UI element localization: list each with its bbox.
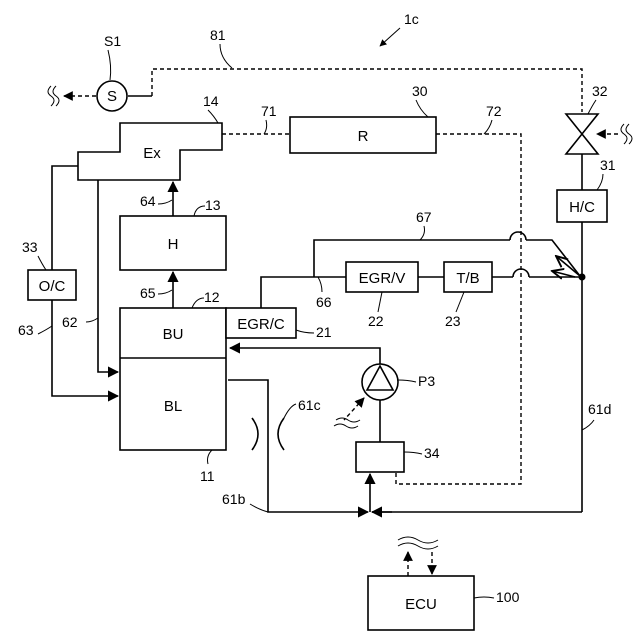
svg-text:62: 62	[62, 314, 78, 330]
thermostat-box-34: 34	[356, 400, 440, 472]
svg-text:61b: 61b	[222, 491, 246, 507]
svg-text:61d: 61d	[588, 401, 611, 417]
line-66: 66	[261, 277, 346, 310]
line-61b: 61b	[222, 380, 350, 512]
hc-heater-core-box: H/C 31	[557, 157, 616, 222]
svg-text:100: 100	[496, 589, 520, 605]
svg-text:1c: 1c	[404, 11, 419, 27]
svg-text:EGR/C: EGR/C	[237, 316, 285, 333]
svg-text:13: 13	[205, 197, 221, 213]
svg-text:61c: 61c	[298, 397, 321, 413]
svg-text:P3: P3	[418, 373, 435, 389]
signal-wave-icon	[53, 86, 59, 106]
svg-text:63: 63	[18, 322, 34, 338]
dashed-line-71: 71	[222, 103, 290, 134]
signal-wave-icon	[621, 124, 627, 144]
oc-oil-cooler-box: O/C 33	[22, 239, 76, 300]
svg-text:34: 34	[424, 445, 440, 461]
dashed-line-72: 72	[396, 103, 521, 484]
engine-block: BU 12 BL 12 11	[120, 289, 226, 484]
signal-wave-icon	[336, 418, 360, 422]
egrv-box: EGR/V 22	[346, 262, 418, 329]
svg-text:23: 23	[445, 313, 461, 329]
svg-text:32: 32	[592, 83, 608, 99]
svg-text:31: 31	[600, 157, 616, 173]
svg-text:65: 65	[140, 285, 156, 301]
svg-text:21: 21	[316, 324, 332, 340]
restriction-61c: 61c	[252, 397, 321, 450]
svg-text:64: 64	[140, 193, 156, 209]
signal-wave-icon	[398, 537, 438, 543]
svg-text:EGR/V: EGR/V	[359, 270, 406, 287]
tb-to-junction-line	[492, 269, 580, 277]
valve-32: 32	[566, 83, 632, 190]
pump-p3: P3	[230, 348, 435, 428]
line-64: 64	[140, 182, 173, 216]
ecu-box: ECU 100	[368, 537, 520, 630]
svg-text:S1: S1	[104, 33, 121, 49]
svg-text:BL: BL	[164, 398, 182, 415]
svg-text:71: 71	[261, 103, 277, 119]
svg-text:ECU: ECU	[405, 596, 437, 613]
r-radiator-box: R 30	[290, 83, 436, 153]
svg-text:11: 11	[200, 468, 215, 484]
svg-text:66: 66	[316, 294, 332, 310]
svg-text:H/C: H/C	[569, 199, 595, 216]
svg-text:T/B: T/B	[456, 270, 479, 287]
svg-text:S: S	[107, 88, 117, 105]
bottom-return-line	[350, 474, 582, 512]
svg-text:81: 81	[210, 27, 226, 43]
svg-text:72: 72	[486, 103, 502, 119]
svg-text:R: R	[358, 128, 369, 145]
svg-text:BU: BU	[163, 326, 184, 343]
svg-text:33: 33	[22, 239, 38, 255]
svg-text:Ex: Ex	[143, 145, 161, 162]
egrc-box: EGR/C 21	[226, 308, 332, 340]
svg-text:30: 30	[412, 83, 428, 99]
sensor-s1: S S1	[48, 33, 152, 111]
svg-text:67: 67	[416, 209, 432, 225]
line-61d: 61d	[579, 222, 612, 512]
svg-text:12: 12	[204, 289, 220, 305]
svg-text:O/C: O/C	[39, 278, 66, 295]
ex-exhaust-box: Ex 14	[78, 93, 222, 180]
tb-box: T/B 23	[444, 262, 492, 329]
figure-ref-1c: 1c	[380, 11, 419, 46]
svg-text:14: 14	[203, 93, 219, 109]
svg-text:H: H	[168, 236, 179, 253]
svg-text:22: 22	[368, 313, 384, 329]
line-65: 65	[140, 272, 173, 308]
